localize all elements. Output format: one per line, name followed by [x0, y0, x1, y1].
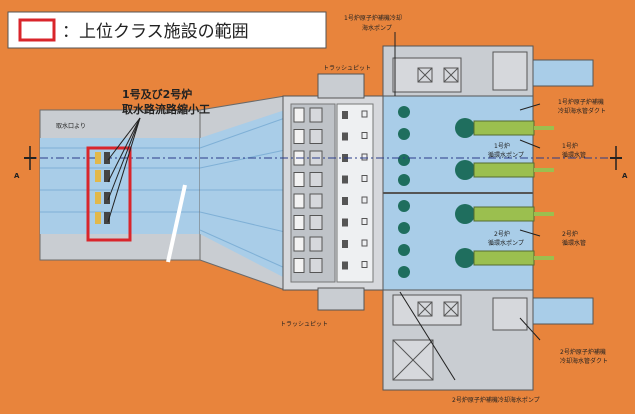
legend-text: ：上位クラス施設の範囲 [62, 22, 249, 42]
section-marker-right: A [610, 146, 628, 180]
aux-pump-2b [398, 222, 410, 234]
bay-marker-6 [361, 218, 368, 225]
bay-rake-7 [342, 240, 348, 248]
label-u2-circ-pump-line1: 2号炉 [494, 230, 510, 238]
bay-screen-7 [293, 236, 305, 252]
u2-aux-duct [532, 297, 594, 325]
u1-aux-duct [532, 59, 594, 87]
trash-pit-top [317, 73, 365, 99]
aux-seawater-pumps [398, 106, 410, 278]
label-u1-aux-pump-line2: 海水ポンプ [362, 24, 392, 32]
circulating-pipes [473, 120, 554, 266]
label-u2-circ-pump-line2: 循環水ポンプ [488, 239, 524, 247]
bay-screen-8 [293, 258, 305, 273]
intake-channel [39, 109, 201, 261]
bay-rake-1 [342, 111, 348, 119]
section-label-right: A [622, 172, 628, 180]
circ-pump-1a [455, 118, 475, 138]
bay-marker-4 [361, 175, 368, 182]
trash-pit-bottom [317, 287, 365, 311]
bay-screen-2 [293, 129, 305, 144]
bay-marker-3 [361, 153, 368, 161]
label-trash-pit-bottom: トラッシュピット [280, 321, 328, 328]
flow-constriction-works [86, 146, 132, 242]
bay-gate-6 [309, 215, 323, 230]
bay-marker-1 [361, 110, 368, 118]
leader-lines [107, 32, 541, 381]
bay-gate-7 [309, 236, 323, 252]
label-u1-aux-duct-line1: 1号炉原子炉補機 [558, 98, 604, 106]
bay-screen-1 [293, 107, 305, 123]
label-u2-circ-pipe-line1: 2号炉 [562, 230, 578, 238]
bay-screen-4 [293, 172, 305, 187]
label-u2-aux-pump: 2号炉原子炉補機冷却海水ポンプ [452, 396, 540, 404]
aux-pump-2a [398, 200, 410, 212]
label-u1-circ-pipe-line1: 1号炉 [562, 142, 578, 150]
section-label-left: A [14, 172, 20, 180]
label-u1-circ-pump-line2: 循環水ポンプ [488, 151, 524, 159]
label-u1-aux-pump-line1: 1号炉原子炉補機冷却 [344, 14, 402, 22]
bay-screen-6 [293, 215, 305, 230]
bay-gate-5 [309, 193, 323, 209]
legend: ：上位クラス施設の範囲 [7, 11, 327, 49]
bay-gate-8 [309, 258, 323, 273]
label-intake: 取水口より [56, 122, 86, 130]
circ-pump-2b [455, 248, 475, 268]
aux-pump-2d [398, 266, 410, 278]
aux-pump-2c [398, 244, 410, 256]
label-u2-circ-pipe-line2: 循環水管 [562, 239, 586, 247]
aux-pump-1a [398, 106, 410, 118]
bay-screen-5 [293, 193, 305, 209]
circulating-pumps [455, 118, 475, 268]
bay-rake-4 [342, 175, 348, 184]
bay-marker-5 [361, 196, 368, 204]
circ-pump-1b [455, 160, 475, 180]
bay-marker-2 [361, 132, 368, 139]
legend-swatch [18, 18, 56, 42]
label-u2-aux-duct-line1: 2号炉原子炉補機 [560, 348, 606, 356]
bay-rake-6 [342, 218, 348, 227]
aux-pump-1c [398, 154, 410, 166]
label-u1-circ-pump-line1: 1号炉 [494, 142, 510, 150]
circ-pump-2a [455, 204, 475, 224]
break-line [166, 184, 187, 263]
aux-pump-1d [398, 174, 410, 186]
bay-rake-5 [342, 197, 348, 205]
bay-gate-4 [309, 172, 323, 187]
bay-rake-8 [342, 261, 348, 270]
label-trash-pit-top: トラッシュピット [323, 65, 371, 72]
bay-gate-1 [309, 107, 323, 123]
label-constriction-line2: 取水路流路縮小工 [122, 102, 210, 116]
bay-marker-8 [361, 261, 368, 268]
section-marker-left: A [14, 146, 36, 180]
transition-section [199, 95, 286, 291]
label-u1-circ-pipe-line2: 循環水管 [562, 151, 586, 159]
bay-gate-2 [309, 129, 323, 144]
label-u2-aux-duct-line2: 冷却海水管ダクト [560, 357, 608, 365]
bay-marker-7 [361, 239, 368, 247]
label-constriction-line1: 1号及び2号炉 [122, 87, 192, 101]
bay-rake-2 [342, 132, 348, 141]
label-u1-aux-duct-line2: 冷却海水管ダクト [558, 107, 606, 115]
aux-pump-1b [398, 128, 410, 140]
